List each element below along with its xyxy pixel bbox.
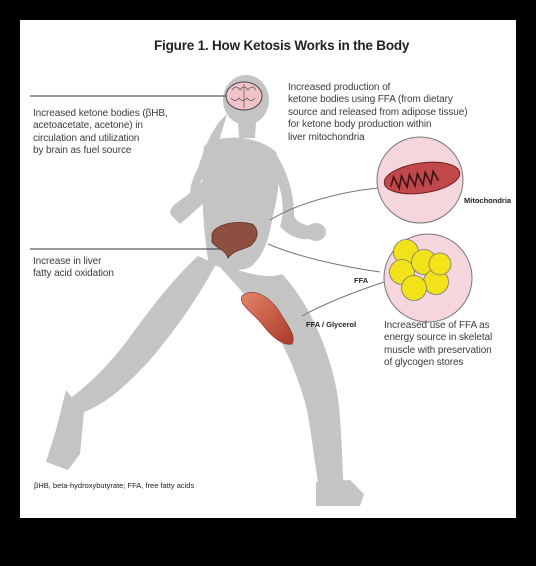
ffa-glycerol-label: FFA / Glycerol [306, 320, 357, 329]
liver-icon [211, 222, 258, 259]
ketosis-illustration [30, 75, 473, 506]
ffa-droplets-inset [383, 233, 473, 323]
mitochondria-inset [376, 136, 464, 224]
ffa-label: FFA [354, 276, 369, 285]
muscle-annotation: Increased use of FFA as energy source in… [384, 320, 493, 369]
footnote: βHB, beta-hydroxybutyrate; FFA, free fat… [34, 481, 195, 490]
brain-annotation: Increased ketone bodies (βHB, acetoaceta… [33, 108, 168, 157]
brain-icon [225, 81, 263, 111]
leader-lines [30, 95, 385, 317]
liver-oxidation-annotation: Increase in liver fatty acid oxidation [33, 256, 114, 280]
mitochondria-label: Mitochondria [464, 196, 512, 205]
figure-title: Figure 1. How Ketosis Works in the Body [154, 38, 410, 53]
liver-production-annotation: Increased production of ketone bodies us… [288, 82, 468, 143]
figure-panel: Figure 1. How Ketosis Works in the Body … [20, 20, 516, 518]
muscle-icon [241, 292, 294, 345]
